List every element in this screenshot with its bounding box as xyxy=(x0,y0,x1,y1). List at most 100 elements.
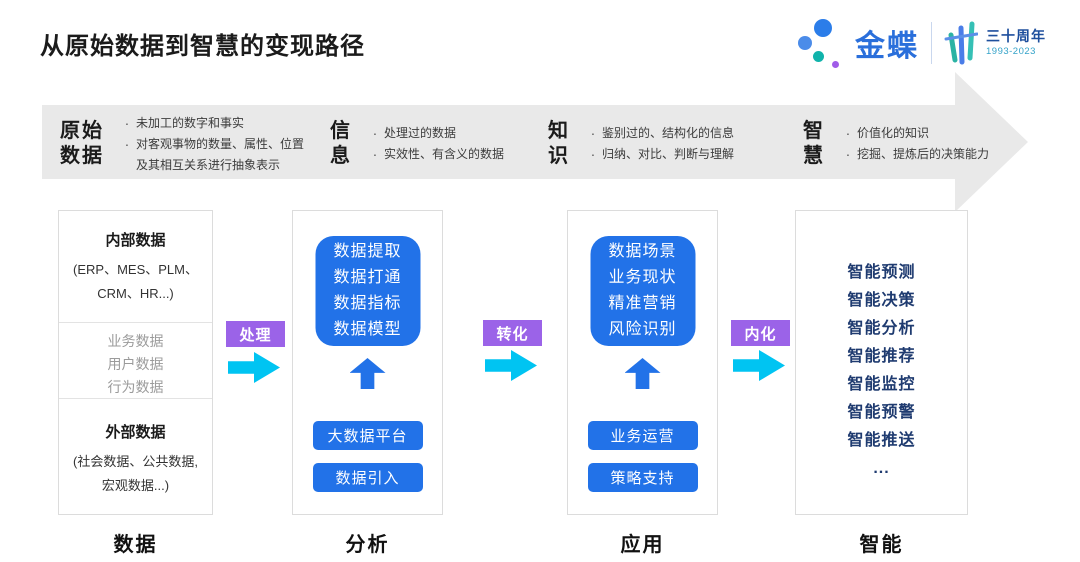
stage-name-line1: 原始 xyxy=(60,120,104,142)
stage-name: 原始 数据 xyxy=(60,119,104,169)
bottom-label-application: 应用 xyxy=(620,534,665,556)
kingdee-dots-icon xyxy=(797,16,845,70)
bottom-label-analysis: 分析 xyxy=(345,534,390,556)
column-analysis: 数据提取 数据打通 数据指标 数据模型 大数据平台 数据引入 xyxy=(292,210,443,515)
data-type-item: 用户数据 xyxy=(107,356,164,372)
intelligence-item: 智能推荐 xyxy=(847,348,916,365)
intelligence-item: 智能预测 xyxy=(847,264,916,281)
column-application: 数据场景 业务现状 精准营销 风险识别 业务运营 策略支持 xyxy=(567,210,718,515)
stage-bullets: · 价值化的知识 · 挖掘、提炼后的决策能力 xyxy=(839,123,989,165)
capability-line: 数据指标 xyxy=(333,295,402,312)
data-type-item: 业务数据 xyxy=(107,333,164,349)
connector-label-process: 处理 xyxy=(226,321,285,347)
intelligence-item: 智能分析 xyxy=(847,320,916,337)
application-scenario-box: 数据场景 业务现状 精准营销 风险识别 xyxy=(590,236,695,346)
anniversary-label: 三十周年 xyxy=(986,28,1046,45)
capability-line: 数据提取 xyxy=(333,243,402,260)
bullet-text: 对客观事物的数量、属性、位置及其相互关系进行抽象表示 xyxy=(136,136,305,172)
stage-bullet: · 归纳、对比、判断与理解 xyxy=(584,144,734,165)
stage-name: 信 息 xyxy=(330,119,352,169)
dot-teal-small xyxy=(813,51,824,62)
logo-divider xyxy=(931,22,932,64)
analysis-capability-box: 数据提取 数据打通 数据指标 数据模型 xyxy=(315,236,420,346)
brand-name: 金蝶 xyxy=(855,30,919,63)
stage-name: 智 慧 xyxy=(803,119,825,169)
up-arrow-icon xyxy=(624,358,661,389)
data-type-item: 行为数据 xyxy=(107,379,164,395)
connector-label-transform: 转化 xyxy=(483,320,542,346)
stage-bullet: · 鉴别过的、结构化的信息 xyxy=(584,123,734,144)
business-operation-tag: 业务运营 xyxy=(587,421,698,450)
stage-information: 信 息 · 处理过的数据 · 实效性、有含义的数据 xyxy=(330,104,504,184)
internal-data-section: 内部数据 (ERP、MES、PLM、CRM、HR...) xyxy=(59,211,212,323)
stage-bullet: · 未加工的数字和事实 xyxy=(118,113,314,134)
intelligence-item: 智能推送 xyxy=(847,432,916,449)
intelligence-list: 智能预测 智能决策 智能分析 智能推荐 智能监控 智能预警 智能推送 ... xyxy=(796,211,967,483)
bullet-text: 实效性、有含义的数据 xyxy=(384,147,505,161)
stage-name-line2: 数据 xyxy=(60,145,104,167)
bullet-dot-icon: · xyxy=(372,125,378,141)
right-arrow-icon xyxy=(228,352,280,383)
bullet-dot-icon: · xyxy=(124,114,130,131)
scenario-line: 精准营销 xyxy=(608,295,677,312)
intelligence-item-ellipsis: ... xyxy=(873,460,890,477)
external-data-subtitle: (社会数据、公共数据, 宏观数据...) xyxy=(73,454,198,493)
internal-data-title: 内部数据 xyxy=(105,232,166,249)
internal-data-subtitle: (ERP、MES、PLM、CRM、HR...) xyxy=(73,262,198,301)
data-import-tag: 数据引入 xyxy=(312,463,423,492)
right-arrow-icon xyxy=(733,350,785,381)
column-data: 内部数据 (ERP、MES、PLM、CRM、HR...) 业务数据 用户数据 行… xyxy=(58,210,213,515)
dot-blue-medium xyxy=(798,36,812,50)
kingdee-logo: 金蝶 三十周年 1993-2023 xyxy=(797,16,1046,70)
bullet-text: 归纳、对比、判断与理解 xyxy=(602,147,735,161)
stage-bullet: · 处理过的数据 xyxy=(366,123,504,144)
stage-name-line1: 知 xyxy=(548,120,570,142)
stage-bullet: · 挖掘、提炼后的决策能力 xyxy=(839,144,989,165)
intelligence-item: 智能决策 xyxy=(847,292,916,309)
data-type-section: 业务数据 用户数据 行为数据 xyxy=(59,323,212,399)
bullet-dot-icon: · xyxy=(590,146,596,162)
bullet-dot-icon: · xyxy=(124,135,130,152)
scenario-line: 风险识别 xyxy=(608,321,677,338)
bullet-text: 价值化的知识 xyxy=(857,126,930,140)
bullet-text: 鉴别过的、结构化的信息 xyxy=(602,126,735,140)
bottom-label-intelligence: 智能 xyxy=(859,534,904,556)
connector-label-internalize: 内化 xyxy=(731,320,790,346)
anniversary-years: 1993-2023 xyxy=(986,45,1036,57)
bullet-text: 未加工的数字和事实 xyxy=(136,115,245,130)
external-data-section: 外部数据 (社会数据、公共数据, 宏观数据...) xyxy=(59,399,212,498)
column-intelligence: 智能预测 智能决策 智能分析 智能推荐 智能监控 智能预警 智能推送 ... xyxy=(795,210,968,515)
intelligence-item: 智能监控 xyxy=(847,376,916,393)
stage-name-line2: 息 xyxy=(330,145,352,167)
thirty-anniversary-icon xyxy=(944,21,978,65)
bullet-dot-icon: · xyxy=(590,125,596,141)
big-data-platform-tag: 大数据平台 xyxy=(312,421,423,450)
scenario-line: 数据场景 xyxy=(608,243,677,260)
right-arrow-icon xyxy=(485,350,537,381)
capability-line: 数据模型 xyxy=(333,321,402,338)
stage-name-line2: 识 xyxy=(548,145,570,167)
intelligence-item: 智能预警 xyxy=(847,404,916,421)
stage-name-line1: 信 xyxy=(330,120,352,142)
stage-name-line1: 智 xyxy=(803,120,825,142)
bullet-dot-icon: · xyxy=(845,146,851,162)
stage-bullet: · 对客观事物的数量、属性、位置及其相互关系进行抽象表示 xyxy=(118,134,314,176)
scenario-line: 业务现状 xyxy=(608,269,677,286)
page-title: 从原始数据到智慧的变现路径 xyxy=(40,33,365,60)
bullet-text: 处理过的数据 xyxy=(384,126,457,140)
external-data-title: 外部数据 xyxy=(105,424,166,441)
dot-purple-tiny xyxy=(832,61,839,68)
anniversary-text: 三十周年 1993-2023 xyxy=(986,28,1046,57)
stage-raw-data: 原始 数据 · 未加工的数字和事实 · 对客观事物的数量、属性、位置及其相互关系… xyxy=(60,104,314,184)
stage-bullets: · 鉴别过的、结构化的信息 · 归纳、对比、判断与理解 xyxy=(584,123,734,165)
bottom-label-data: 数据 xyxy=(113,534,158,556)
dot-blue-large xyxy=(814,19,832,37)
strategy-support-tag: 策略支持 xyxy=(587,463,698,492)
stage-wisdom: 智 慧 · 价值化的知识 · 挖掘、提炼后的决策能力 xyxy=(803,104,989,184)
up-arrow-icon xyxy=(349,358,386,389)
stage-bullets: · 处理过的数据 · 实效性、有含义的数据 xyxy=(366,123,504,165)
bullet-dot-icon: · xyxy=(845,125,851,141)
stage-name-line2: 慧 xyxy=(803,145,825,167)
stage-bullets: · 未加工的数字和事实 · 对客观事物的数量、属性、位置及其相互关系进行抽象表示 xyxy=(118,113,314,176)
